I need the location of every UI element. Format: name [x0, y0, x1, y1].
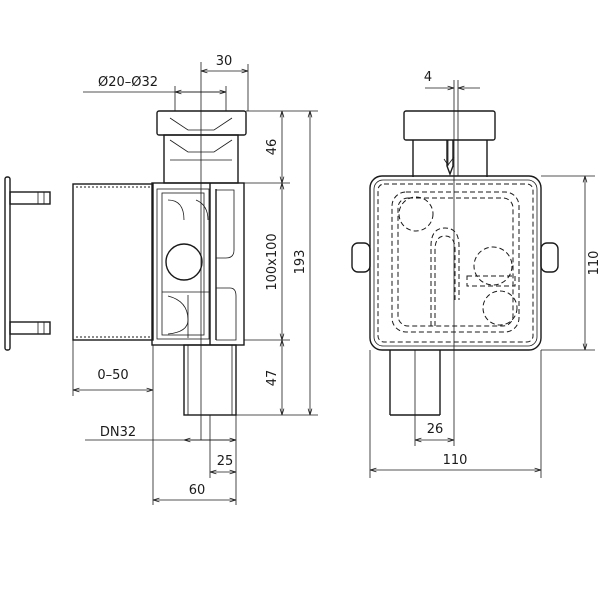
dim-total-height: 193 [293, 250, 308, 275]
mounting-pin-top [9, 191, 51, 205]
mounting-ear-right [540, 242, 559, 273]
mounting-pin-bottom [9, 321, 51, 335]
dim-outlet-height: 47 [265, 370, 280, 387]
dim-outlet-offset: 25 [217, 454, 234, 469]
outlet-pipe [183, 344, 237, 416]
dim-sleeve-depth: 0–50 [97, 368, 128, 383]
siphon-box [151, 182, 245, 346]
sleeve [72, 183, 154, 341]
dim-inlet-diameter: Ø20–Ø32 [98, 75, 158, 90]
inlet-connector [156, 110, 247, 184]
dim-box-size: 100x100 [265, 233, 280, 290]
dim-inlet-offset: 30 [216, 54, 233, 69]
housing [369, 175, 542, 351]
front-view: 4 110 26 110 [351, 70, 600, 478]
dim-front-width: 110 [443, 453, 468, 468]
wall-plate [4, 176, 11, 351]
inlet-cap [403, 110, 496, 141]
dim-outlet-dn: DN32 [100, 425, 136, 440]
mounting-ear-left [351, 242, 371, 273]
dim-front-outlet-offset: 26 [427, 422, 444, 437]
dim-front-height: 110 [587, 251, 600, 276]
side-view: 30 Ø20–Ø32 46 100x100 47 193 0–50 DN32 2… [4, 54, 318, 505]
dim-axis-offset: 4 [424, 70, 432, 85]
dim-inlet-height: 46 [265, 139, 280, 156]
dim-outlet-depth: 60 [189, 483, 206, 498]
front-outlet-pipe [389, 350, 441, 446]
